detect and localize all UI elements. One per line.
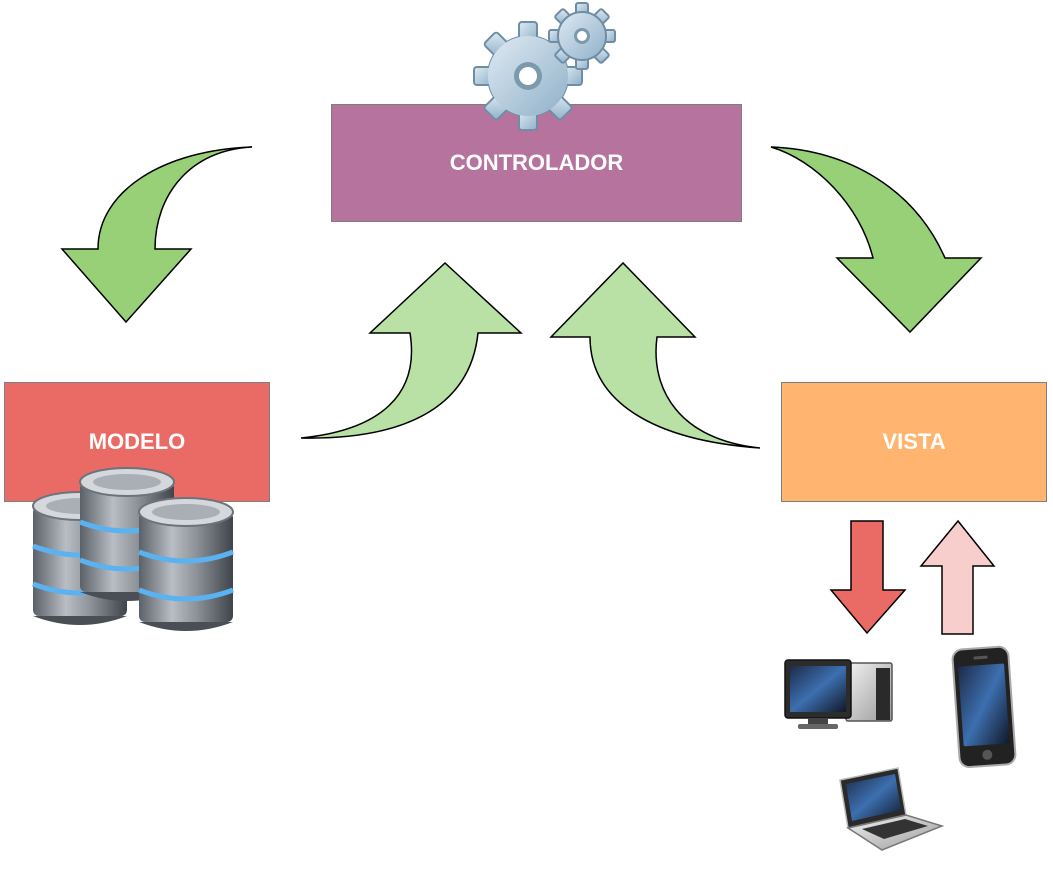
view-box: VISTA [781, 382, 1047, 502]
gears-icon [473, 2, 616, 131]
model-label: MODELO [88, 429, 186, 454]
arrow-view-to-devices [829, 520, 907, 635]
desktop-computer-icon [784, 659, 893, 729]
view-label: VISTA [882, 429, 946, 454]
smartphone-icon [951, 645, 1017, 769]
laptop-icon [839, 767, 945, 851]
controller-label: CONTROLADOR [449, 150, 624, 175]
arrow-controller-to-model [60, 146, 253, 324]
database-icon [33, 468, 233, 631]
arrow-view-to-controller [549, 261, 761, 449]
arrow-controller-to-view [770, 146, 983, 334]
arrow-model-to-controller [300, 261, 523, 439]
arrow-devices-to-view [919, 519, 996, 635]
model-box: MODELO [4, 382, 270, 502]
